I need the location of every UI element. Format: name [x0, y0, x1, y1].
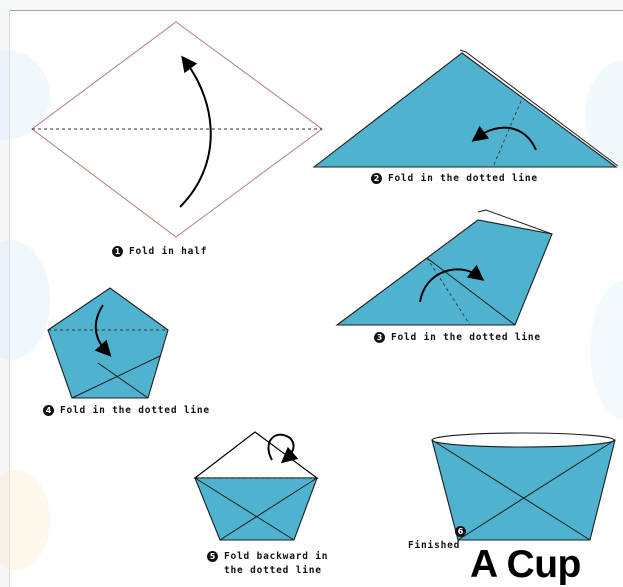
step-2-paper	[312, 49, 619, 168]
window-left-edge	[0, 10, 10, 587]
step-5-paper	[193, 431, 319, 541]
step-number-badge: 3	[374, 332, 385, 343]
step-3-paper	[335, 209, 553, 326]
step-5-caption: 5 Fold backward in	[207, 551, 328, 562]
fold-down-arrow-icon	[94, 304, 112, 357]
page-title: A Cup	[470, 543, 581, 586]
caption-text: Fold backward in	[224, 551, 329, 562]
fold-right-arrow-icon	[419, 264, 485, 303]
fold-left-arrow-icon	[471, 125, 537, 151]
step-2-caption: 2 Fold in the dotted line	[371, 173, 538, 184]
caption-text: Fold in half	[129, 246, 208, 257]
fold-backward-arrow-icon	[267, 433, 299, 464]
step-3-caption: 3 Fold in the dotted line	[374, 332, 541, 343]
step-number-badge: 6	[455, 526, 466, 537]
step-1-caption: 1 Fold in half	[112, 246, 207, 257]
caption-text: Fold in the dotted line	[388, 173, 538, 184]
step-6-badge: 6	[455, 526, 472, 537]
step-number-badge: 1	[112, 246, 123, 257]
window-top-edge	[0, 0, 623, 11]
caption-text: Fold in the dotted line	[391, 332, 541, 343]
fold-up-arrow-icon	[179, 55, 212, 208]
step-1-paper	[31, 21, 323, 238]
step-6-caption: Finished	[408, 540, 461, 551]
step-number-badge: 2	[371, 173, 382, 184]
step-number-badge: 5	[207, 551, 218, 562]
step-4-caption: 4 Fold in the dotted line	[43, 405, 210, 416]
step-4-paper	[47, 287, 169, 399]
step-number-badge: 4	[43, 405, 54, 416]
step-6-cup	[431, 432, 616, 541]
step-5-caption-line2: the dotted line	[224, 565, 322, 576]
caption-text: Fold in the dotted line	[60, 405, 210, 416]
